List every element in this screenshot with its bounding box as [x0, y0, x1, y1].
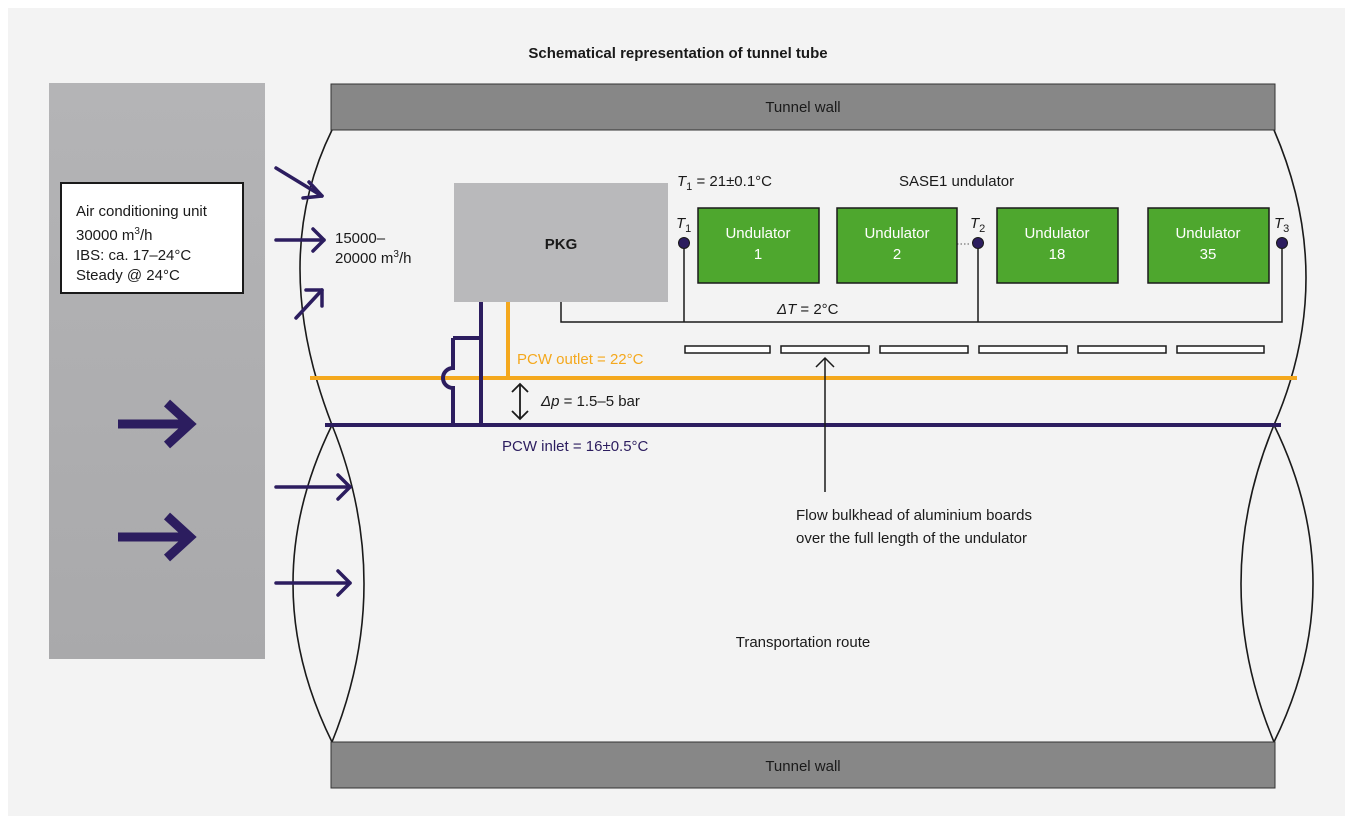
tunnel-wall-top-label: Tunnel wall [765, 99, 840, 116]
sensor-wiring [560, 242, 1283, 323]
airflow-rate-label: 15000– [335, 230, 386, 247]
svg-text:T3: T3 [1274, 215, 1289, 235]
t1-setpoint-label: T1 = 21±0.1°C [677, 173, 772, 193]
delta-p-label: Δp = 1.5–5 bar [540, 393, 640, 410]
ac-line-2: 30000 m3/h [76, 226, 153, 244]
undulator-2: Undulator 2 [836, 207, 958, 284]
undulator-35: Undulator 35 [1147, 207, 1270, 284]
svg-text:18: 18 [1049, 246, 1066, 263]
inflow-arrows [118, 399, 197, 562]
sensor-t3: T3 [1274, 215, 1289, 249]
air-conditioning-unit-box: Air conditioning unit 30000 m3/h IBS: ca… [60, 182, 244, 294]
sase-undulator-label: SASE1 undulator [899, 173, 1014, 190]
pcw-outlet-label: PCW outlet = 22°C [517, 351, 644, 368]
svg-text:Undulator: Undulator [1175, 225, 1240, 242]
sensor-t1: T1 [676, 215, 691, 249]
ac-line-1: Air conditioning unit [76, 203, 207, 220]
flow-bulkhead-boards [684, 345, 1265, 354]
pcw-piping [310, 302, 1297, 427]
bulkhead-label-line2: over the full length of the undulator [796, 530, 1027, 547]
svg-text:T1: T1 [676, 215, 691, 235]
tunnel-wall-bottom-label: Tunnel wall [765, 758, 840, 775]
ac-line-3: IBS: ca. 17–24°C [76, 247, 192, 264]
airflow-arrows [274, 166, 352, 597]
pkg-label: PKG [545, 236, 578, 253]
svg-text:Undulator: Undulator [1024, 225, 1089, 242]
undulator-18: Undulator 18 [996, 207, 1119, 284]
pcw-inlet-label: PCW inlet = 16±0.5°C [502, 438, 649, 455]
svg-text:Undulator: Undulator [725, 225, 790, 242]
bulkhead-pointer [815, 356, 835, 492]
tunnel-wall-top [330, 83, 1276, 131]
pkg-box [454, 183, 668, 302]
delta-t-label: ΔT = 2°C [776, 301, 839, 318]
svg-text:T2: T2 [970, 215, 985, 235]
airflow-rate-label-2: 20000 m3/h [335, 249, 411, 267]
ac-line-4: Steady @ 24°C [76, 267, 180, 284]
svg-text:Undulator: Undulator [864, 225, 929, 242]
svg-text:35: 35 [1200, 246, 1217, 263]
diagram-title: Schematical representation of tunnel tub… [528, 45, 827, 62]
svg-text:2: 2 [893, 246, 901, 263]
svg-text:1: 1 [754, 246, 762, 263]
air-conditioning-duct [49, 83, 265, 659]
undulator-1: Undulator 1 [697, 207, 820, 284]
bulkhead-label-line1: Flow bulkhead of aluminium boards [796, 507, 1032, 524]
sensor-t2: T2 [970, 215, 985, 249]
transportation-route-label: Transportation route [736, 634, 871, 651]
delta-p-arrow [511, 382, 529, 421]
tunnel-wall-bottom [330, 741, 1276, 789]
